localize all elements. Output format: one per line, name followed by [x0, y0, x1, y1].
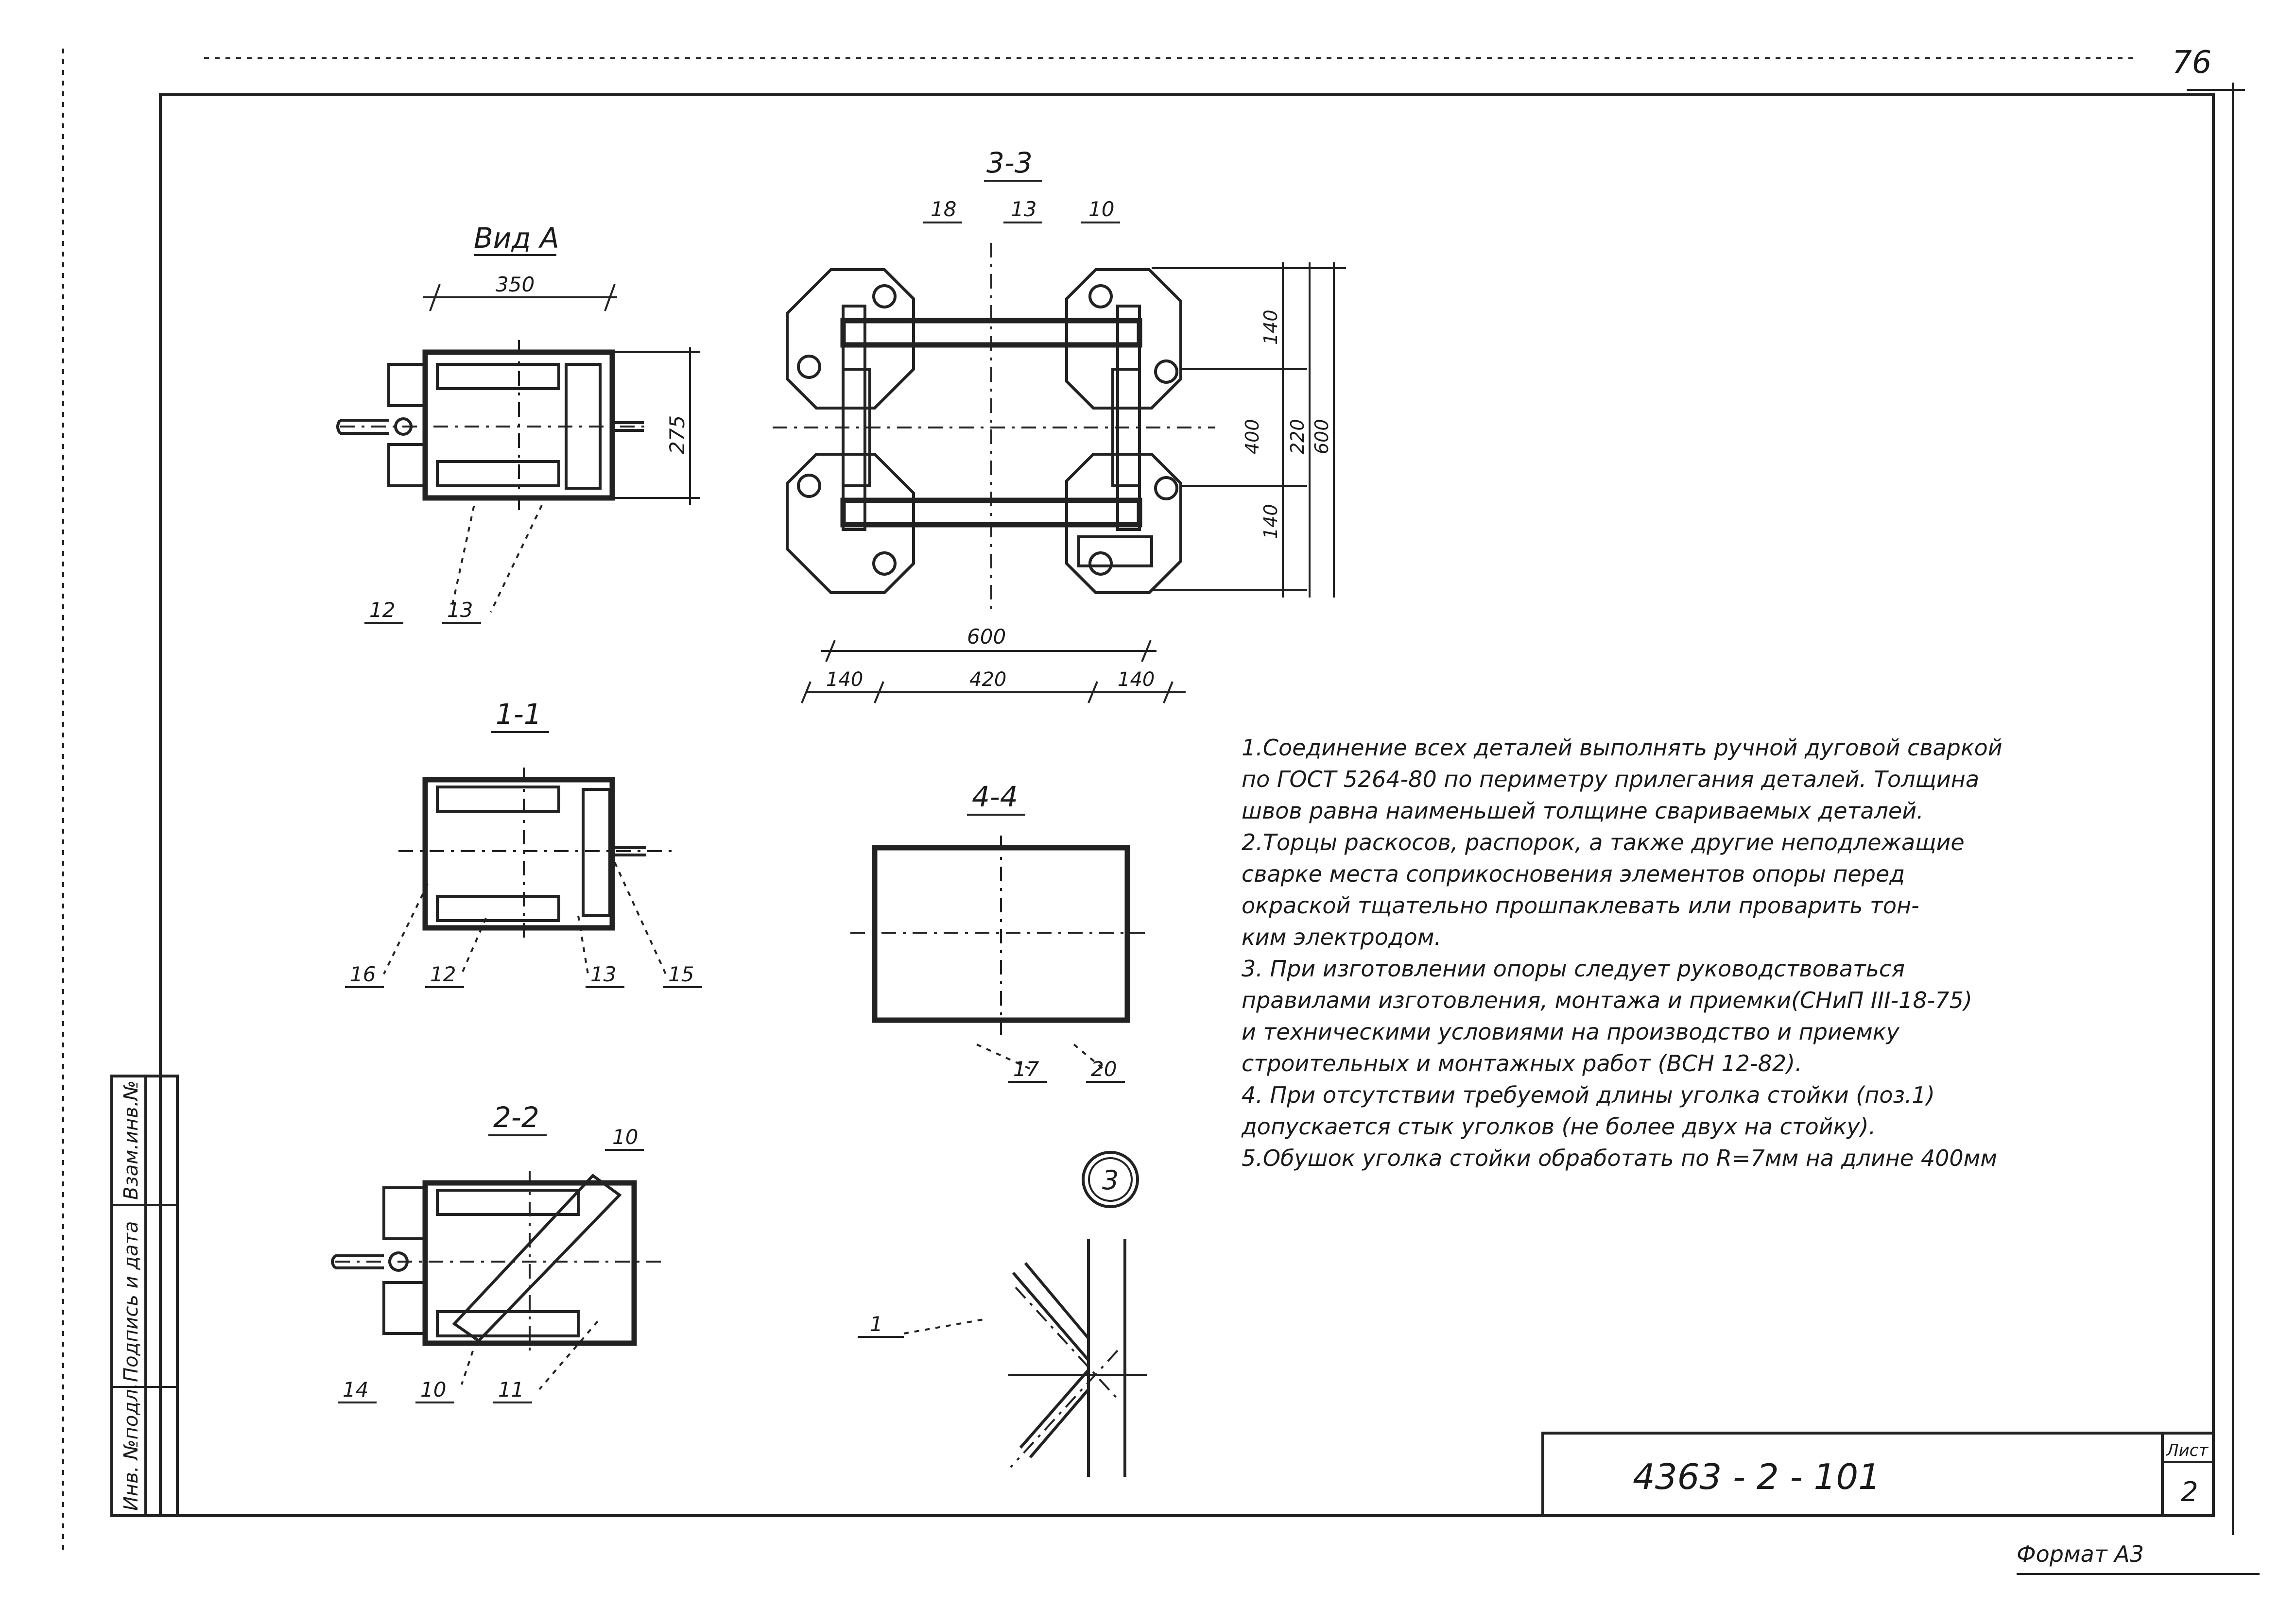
section-2-2-callout-10-top: 10 — [612, 1125, 638, 1149]
sheet-label: Лист — [2165, 1441, 2209, 1460]
note-line: строительных и монтажных работ (ВСН 12-8… — [1242, 1050, 1802, 1077]
drawing-frame — [159, 93, 2215, 1517]
section-3-3-callout-18: 18 — [931, 197, 956, 221]
side-stamp-vzam-inv: Взам.инв.№ — [120, 1080, 142, 1200]
section-2-2-title: 2-2 — [493, 1101, 539, 1134]
section-1-1: 1-1 16 12 13 15 — [345, 698, 702, 988]
view-a-dim-height: 275 — [665, 415, 689, 454]
note-line: 5.Обушок уголка стойки обработать по R=7… — [1242, 1145, 1997, 1171]
section-2-2-callout-11: 11 — [498, 1378, 524, 1402]
section-3-3-dim-140-top: 140 — [1260, 309, 1281, 345]
note-line: по ГОСТ 5264-80 по периметру прилегания … — [1242, 766, 1979, 792]
general-notes: 1.Соединение всех деталей выполнять ручн… — [1241, 735, 2003, 1171]
view-a-callout-12: 12 — [369, 598, 395, 622]
section-4-4-callout-17: 17 — [1013, 1057, 1039, 1081]
section-1-1-callout-12: 12 — [430, 962, 456, 986]
section-3-3-dim-bottom-140-right: 140 — [1118, 668, 1155, 691]
note-line: допускается стык уголков (не более двух … — [1241, 1113, 1876, 1140]
section-3-3-dim-400: 400 — [1242, 419, 1263, 454]
view-a-dim-width: 350 — [496, 273, 535, 296]
note-line: правилами изготовления, монтажа и приемк… — [1242, 987, 1972, 1013]
note-line: 3. При изготовлении опоры следует руково… — [1242, 956, 1905, 982]
side-stamp: Инв. №подл. Подпись и дата Взам.инв.№ — [110, 1075, 179, 1517]
section-2-2: 2-2 10 14 10 11 — [331, 1101, 661, 1403]
note-line: 4. При отсутствии требуемой длины уголка… — [1242, 1082, 1935, 1108]
section-3-3-dim-bottom-600: 600 — [967, 625, 1006, 649]
side-stamp-inv-podl: Инв. №подл. — [120, 1383, 142, 1511]
note-line: 1.Соединение всех деталей выполнять ручн… — [1242, 735, 2003, 761]
side-stamp-podpis-data: Подпись и дата — [120, 1221, 142, 1382]
section-3-3-dim-bottom-140-left: 140 — [826, 668, 863, 691]
document-number: 4363 - 2 - 101 — [1633, 1456, 1881, 1497]
section-3-3-title: 3-3 — [986, 146, 1033, 179]
note-line: швов равна наименьшей толщине свариваемы… — [1242, 798, 1924, 824]
section-3-3-dim-220: 220 — [1287, 419, 1308, 454]
node-3-callout-1: 1 — [870, 1312, 883, 1336]
node-3: 3 1 — [858, 1151, 1147, 1477]
section-1-1-title: 1-1 — [496, 698, 542, 731]
page-number: 76 — [2172, 45, 2211, 81]
section-2-2-callout-10-bottom: 10 — [420, 1378, 446, 1402]
section-4-4-callout-20: 20 — [1091, 1057, 1117, 1081]
section-3-3-dim-600: 600 — [1311, 419, 1332, 454]
sheet-number: 2 — [2181, 1476, 2198, 1508]
section-3-3-dim-bottom-420: 420 — [969, 668, 1006, 691]
section-3-3-callout-10: 10 — [1088, 197, 1114, 221]
format-label: Формат А3 — [2017, 1541, 2144, 1567]
note-line: сварке места соприкосновения элементов о… — [1242, 861, 1905, 887]
note-line: 2.Торцы раскосов, распорок, а также друг… — [1242, 829, 1965, 855]
section-1-1-callout-16: 16 — [350, 962, 376, 986]
section-4-4: 4-4 17 20 — [850, 780, 1152, 1083]
view-a-title: Вид А — [474, 222, 559, 255]
section-2-2-callout-14: 14 — [343, 1378, 368, 1402]
section-1-1-callout-15: 15 — [668, 962, 694, 986]
title-block: 4363 - 2 - 101 Лист 2 — [1541, 1432, 2215, 1517]
section-1-1-callout-13: 13 — [590, 962, 616, 986]
section-3-3-dim-140-bottom: 140 — [1260, 504, 1281, 539]
note-line: ким электродом. — [1242, 924, 1441, 950]
node-3-label: 3 — [1102, 1165, 1119, 1196]
section-4-4-title: 4-4 — [972, 780, 1018, 813]
view-a-callout-13: 13 — [447, 598, 473, 622]
note-line: и техническими условиями на производство… — [1242, 1019, 1900, 1045]
section-3-3: 3-3 18 13 10 — [773, 146, 1346, 703]
section-3-3-callout-13: 13 — [1011, 197, 1036, 221]
view-a: Вид А 350 275 12 13 — [336, 222, 700, 624]
note-line: окраской тщательно прошпаклевать или про… — [1242, 892, 1919, 919]
